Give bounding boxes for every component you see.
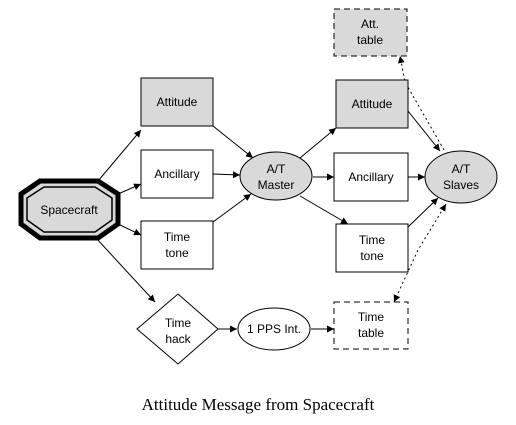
edge-attitude-slaves bbox=[407, 110, 441, 152]
node-time-tone-output: Time tone bbox=[335, 223, 409, 273]
time-tone-output-label-line1: Time bbox=[359, 233, 386, 247]
att-table-label-line1: Att. bbox=[361, 17, 379, 31]
at-slaves-ellipse bbox=[424, 150, 498, 204]
ancillary-input-label: Ancillary bbox=[154, 167, 199, 181]
attitude-input-label: Attitude bbox=[157, 95, 198, 109]
time-tone-output-box bbox=[335, 223, 409, 273]
edge-master-attitude bbox=[299, 127, 337, 159]
pps-int-label: 1 PPS Int. bbox=[247, 322, 301, 336]
time-hack-diamond bbox=[136, 293, 219, 365]
time-table-box bbox=[333, 301, 409, 350]
edge-timetone-slaves bbox=[407, 197, 439, 228]
at-slaves-label-line1: A/T bbox=[452, 162, 471, 176]
edge-attitude-master bbox=[212, 125, 254, 159]
node-attitude-output: Attitude bbox=[335, 79, 409, 129]
node-att-table: Att. table bbox=[333, 8, 408, 57]
node-at-master: A/T Master bbox=[239, 151, 313, 201]
ancillary-input-box bbox=[140, 149, 214, 199]
time-hack-label-line2: hack bbox=[165, 332, 191, 346]
attitude-output-label: Attitude bbox=[352, 97, 393, 111]
at-master-label-line2: Master bbox=[258, 178, 295, 192]
time-table-label-line1: Time bbox=[358, 310, 385, 324]
node-pps-int: 1 PPS Int. bbox=[237, 307, 311, 351]
at-master-label-line1: A/T bbox=[267, 162, 286, 176]
edge-timetone-master bbox=[212, 193, 252, 223]
node-attitude-input: Attitude bbox=[140, 77, 214, 127]
figure-caption: Attitude Message from Spacecraft bbox=[142, 395, 375, 414]
connectors bbox=[95, 55, 447, 333]
node-at-slaves: A/T Slaves bbox=[424, 150, 498, 204]
edge-slaves-atttable bbox=[397, 55, 445, 151]
node-time-tone-input: Time tone bbox=[140, 220, 214, 270]
edge-spacecraft-ancillary bbox=[117, 183, 142, 195]
spacecraft-octagon-inner bbox=[26, 186, 113, 233]
node-ancillary-input: Ancillary bbox=[140, 149, 214, 199]
time-tone-output-label-line2: tone bbox=[360, 249, 384, 263]
att-table-box bbox=[333, 8, 408, 57]
ancillary-output-box bbox=[333, 152, 409, 202]
time-tone-input-label-line1: Time bbox=[164, 230, 191, 244]
ancillary-output-label: Ancillary bbox=[348, 170, 393, 184]
att-table-label-line2: table bbox=[357, 33, 383, 47]
edge-spacecraft-timetone bbox=[117, 223, 142, 236]
node-time-hack: Time hack bbox=[136, 293, 219, 365]
edge-spacecraft-timehack bbox=[95, 237, 156, 303]
node-ancillary-output: Ancillary bbox=[333, 152, 409, 202]
at-slaves-label-line2: Slaves bbox=[443, 178, 479, 192]
at-master-ellipse bbox=[239, 151, 313, 201]
time-tone-input-box bbox=[140, 220, 214, 270]
attitude-input-box bbox=[140, 77, 214, 127]
attitude-output-box bbox=[335, 79, 409, 129]
pps-int-ellipse bbox=[237, 307, 311, 351]
edge-ancillary-master bbox=[212, 171, 241, 179]
time-tone-input-label-line2: tone bbox=[165, 246, 189, 260]
node-time-table: Time table bbox=[333, 301, 409, 350]
edge-master-timetone bbox=[299, 195, 349, 225]
node-spacecraft: Spacecraft bbox=[18, 178, 121, 241]
edge-spacecraft-attitude bbox=[97, 129, 142, 182]
time-hack-label-line1: Time bbox=[165, 316, 192, 330]
spacecraft-label: Spacecraft bbox=[40, 203, 98, 217]
time-table-label-line2: table bbox=[358, 326, 384, 340]
spacecraft-octagon bbox=[18, 178, 121, 241]
